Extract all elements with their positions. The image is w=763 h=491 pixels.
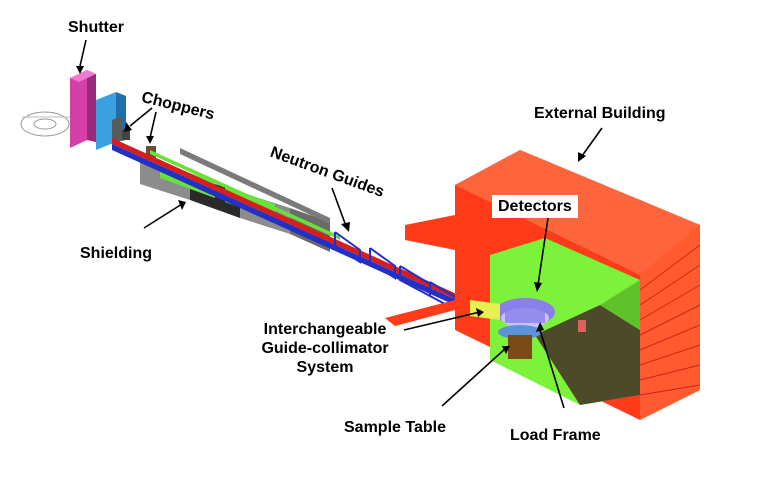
leader-lines: [76, 39, 603, 409]
label-guide-collimator-line2: Guide-collimator: [261, 340, 389, 357]
label-guide-collimator: Interchangeable Guide-collimator System: [240, 320, 410, 377]
guide-collimator: [470, 300, 500, 320]
label-guide-collimator-line3: System: [296, 359, 354, 376]
label-guide-collimator-line1: Interchangeable: [263, 321, 387, 338]
shutter: [70, 70, 96, 148]
label-external-building: External Building: [534, 105, 666, 122]
detectors: [495, 298, 555, 328]
label-shutter: Shutter: [68, 19, 124, 36]
label-detectors: Detectors: [492, 195, 578, 218]
source-ring: [20, 111, 70, 137]
label-load-frame: Load Frame: [510, 427, 601, 444]
beamline: [112, 138, 470, 314]
sample-table: [498, 325, 542, 359]
label-shielding: Shielding: [80, 245, 152, 262]
inner-enclosure: [490, 238, 640, 405]
label-sample-table: Sample Table: [344, 419, 446, 436]
